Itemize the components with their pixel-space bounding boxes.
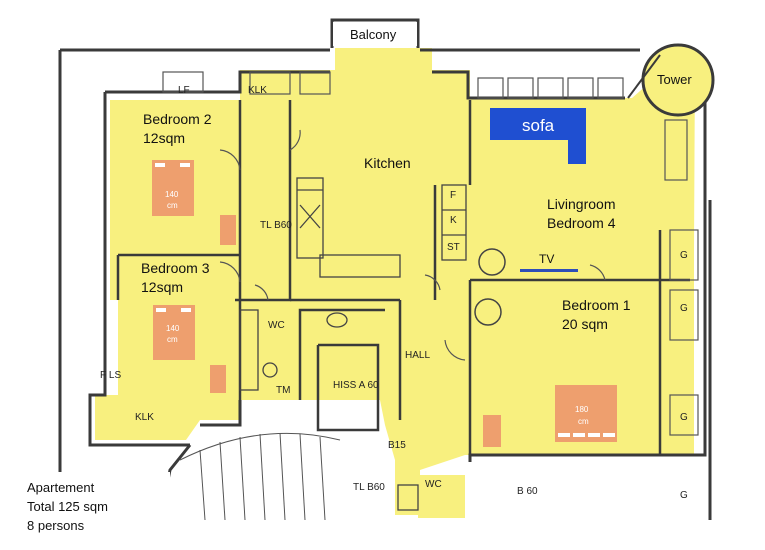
bed-bedroom2: 140 cm (152, 160, 194, 216)
nightstand-bedroom3 (210, 365, 226, 393)
bed2-width: 140 (165, 190, 179, 199)
bed-bedroom3: 140 cm (153, 305, 195, 360)
staircase (179, 432, 341, 521)
klk-top-label: KLK (248, 85, 267, 96)
bed1-width: 180 (575, 405, 589, 414)
bedroom1-size: 20 sqm (562, 316, 608, 332)
bed3-width: 140 (166, 324, 180, 333)
bedroom3-size: 12sqm (141, 279, 183, 295)
klk-bottom-label: KLK (135, 412, 154, 423)
wc-fixtures (239, 309, 419, 511)
tower-label: Tower (657, 72, 692, 87)
kitchen-label: Kitchen (364, 155, 411, 171)
bed3-unit: cm (167, 335, 178, 344)
hiss-label: HISS A 60 (333, 380, 379, 391)
tower-shape (627, 43, 715, 117)
wc2-label: WC (425, 479, 442, 490)
lf-label: LF (178, 85, 190, 96)
bedroom2-label: Bedroom 2 (143, 111, 212, 127)
wc1-label: WC (268, 320, 285, 331)
tl-b60-label: TL B60 (260, 220, 292, 231)
summary-line2: Total 125 sqm (27, 499, 108, 514)
balcony-box (333, 22, 417, 46)
columns (474, 248, 506, 326)
bed1-unit: cm (578, 417, 589, 426)
hall-label: HALL (405, 350, 430, 361)
tv: TV (520, 252, 578, 272)
g-label-2: G (680, 303, 688, 314)
bedroom2-size: 12sqm (143, 130, 185, 146)
livingroom-label: Livingroom (547, 196, 615, 212)
nightstand-bedroom2 (220, 215, 236, 245)
tl-b60-lower-label: TL B60 (353, 482, 385, 493)
g-label-4: G (680, 490, 688, 501)
floor-areas (95, 48, 695, 518)
summary-line1: Apartement (27, 480, 95, 495)
k-label: K (450, 215, 457, 226)
g-label-1: G (680, 250, 688, 261)
g-label-3: G (680, 412, 688, 423)
b15-label: B15 (388, 440, 406, 451)
sofa: sofa (490, 108, 586, 164)
nightstand-bedroom1 (483, 415, 501, 447)
b60-label: B 60 (517, 486, 538, 497)
summary-line3: 8 persons (27, 518, 85, 533)
sofa-label: sofa (522, 116, 555, 135)
summary-box (20, 472, 170, 538)
bedroom1-label: Bedroom 1 (562, 297, 631, 313)
balcony-label: Balcony (350, 27, 397, 42)
f-label: F (450, 190, 456, 201)
f-ls-label: F LS (100, 370, 121, 381)
windows (162, 71, 699, 436)
tm-label: TM (276, 385, 290, 396)
bedroom3-label: Bedroom 3 (141, 260, 210, 276)
kitchen-counters (296, 177, 467, 278)
bed2-unit: cm (167, 201, 178, 210)
st-label: ST (447, 242, 460, 253)
bed-bedroom1: 180 cm (555, 385, 617, 442)
door-arcs (219, 129, 606, 361)
tv-label: TV (539, 252, 554, 266)
bedroom4-label: Bedroom 4 (547, 215, 616, 231)
